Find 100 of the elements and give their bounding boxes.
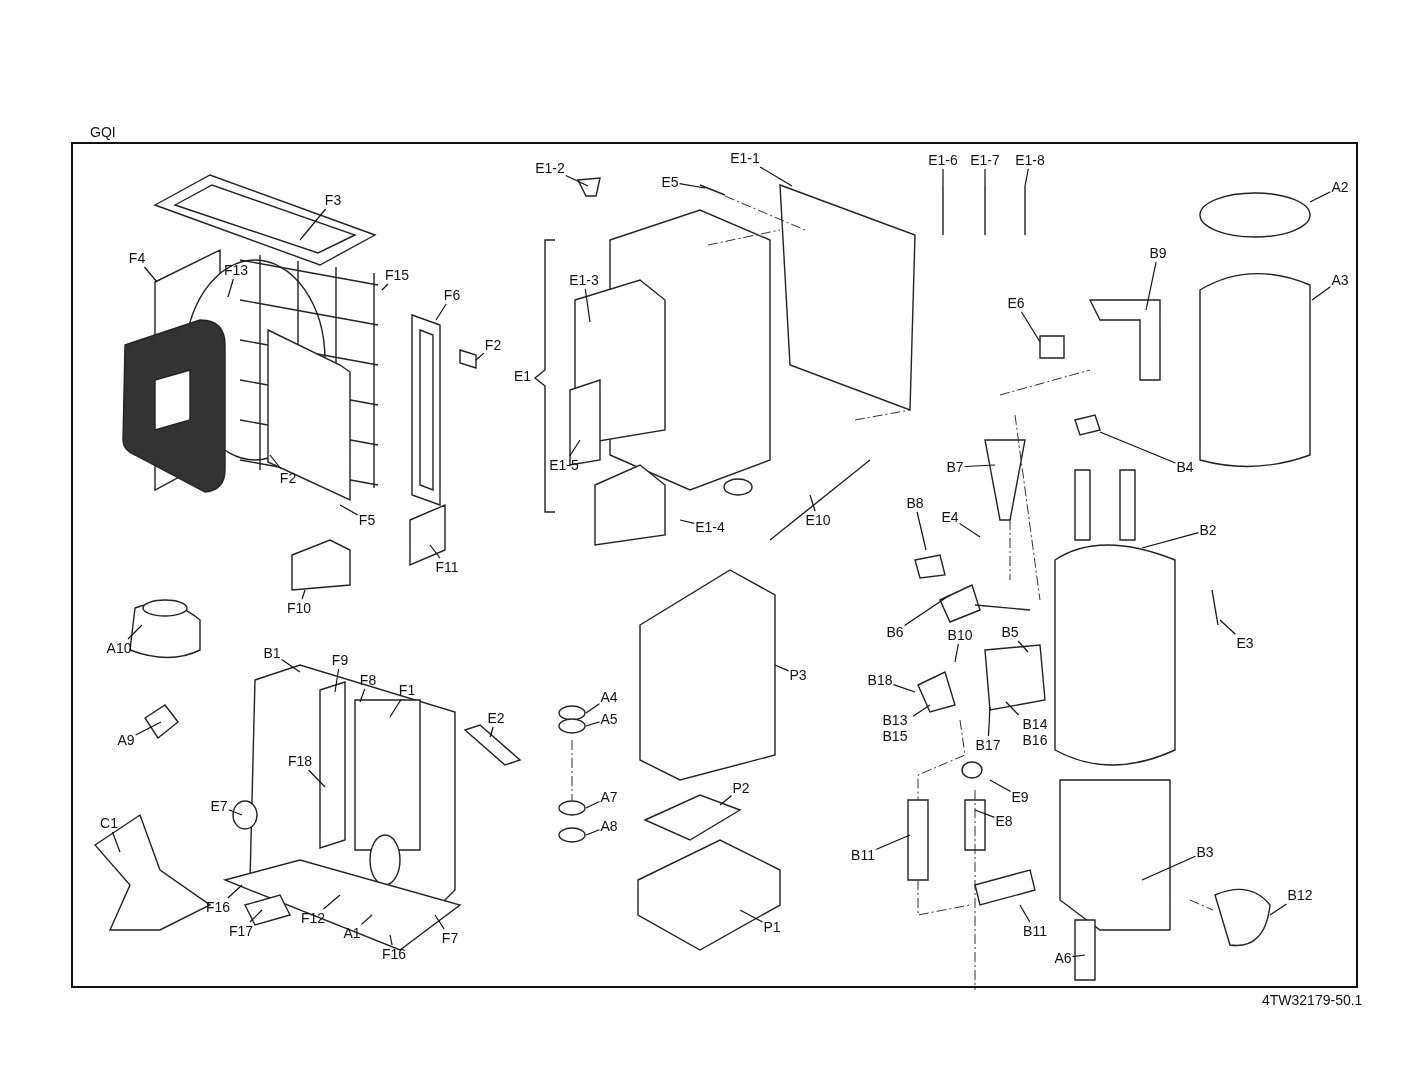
callout-number: A7 <box>599 788 619 806</box>
leader-line <box>585 721 601 727</box>
leader-line <box>719 795 733 806</box>
leader-line <box>308 769 326 788</box>
callout-number: E1-6 <box>927 151 959 169</box>
leader-line <box>1024 168 1029 187</box>
callout-number: A2 <box>1330 178 1350 196</box>
callout-number: B5 <box>1000 623 1020 641</box>
callout-number: F11 <box>434 558 460 576</box>
callout-number: E1-2 <box>534 159 566 177</box>
callout-number: E1-3 <box>568 271 600 289</box>
leader-line <box>809 494 816 512</box>
callout-number: B2 <box>1198 521 1218 539</box>
leader-line <box>489 726 494 738</box>
leader-line <box>1071 954 1086 958</box>
callout-number: E8 <box>994 812 1014 830</box>
callout-number: B17 <box>974 736 1002 754</box>
leader-line <box>434 914 445 930</box>
leader-line <box>249 909 263 923</box>
callout-number: E1-1 <box>729 149 761 167</box>
callout-number: E1-5 <box>548 456 580 474</box>
leader-line <box>678 183 706 189</box>
callout-number: F9 <box>330 651 350 669</box>
callout-number: A3 <box>1330 271 1350 289</box>
callout-number: B10 <box>946 626 974 644</box>
callout-number: B6 <box>885 623 905 641</box>
leader-line <box>227 884 243 899</box>
leader-line <box>1269 903 1288 916</box>
callout-number: B9 <box>1148 244 1168 262</box>
leader-line <box>227 809 243 816</box>
drawing-number: 4TW32179-50.1 <box>1262 992 1363 1008</box>
callout-number: F6 <box>442 286 462 304</box>
callout-number: A9 <box>116 731 136 749</box>
callout-number: F3 <box>323 191 343 209</box>
leader-line <box>585 800 601 809</box>
drawing-code: GQI <box>90 124 116 140</box>
callout-number: P2 <box>731 779 751 797</box>
leader-line <box>916 511 927 551</box>
leader-line <box>143 266 158 283</box>
callout-number: A8 <box>599 817 619 835</box>
leader-line <box>739 909 764 923</box>
leader-line <box>585 829 601 836</box>
callout-number: B13 B15 <box>877 711 913 745</box>
callout-number: F5 <box>357 511 377 529</box>
leader-line <box>360 914 373 925</box>
leader-line <box>679 519 695 524</box>
leader-line <box>585 703 601 714</box>
leader-line <box>942 168 944 187</box>
group-label: E1 <box>514 368 532 384</box>
callout-number: E1-7 <box>969 151 1001 169</box>
leader-line <box>958 522 981 538</box>
callout-number: A6 <box>1053 949 1073 967</box>
callout-number: B7 <box>945 458 965 476</box>
leader-line <box>111 831 121 853</box>
leader-line <box>1005 701 1020 716</box>
callout-number: P3 <box>788 666 808 684</box>
leader-line <box>963 464 996 468</box>
callout-number: B8 <box>905 494 925 512</box>
callout-number: F16 <box>380 945 408 963</box>
leader-line <box>389 698 402 718</box>
callout-number: B14 B16 <box>1017 715 1053 749</box>
callout-number: E1-8 <box>1014 151 1046 169</box>
leader-line <box>280 658 301 673</box>
leader-line <box>954 643 959 663</box>
callout-number: P1 <box>762 918 782 936</box>
leader-line <box>1019 904 1031 923</box>
leader-line <box>1219 619 1237 635</box>
callout-number: B1 <box>262 644 282 662</box>
callout-number: E6 <box>1006 294 1026 312</box>
callout-number: F12 <box>299 909 327 927</box>
leader-line <box>759 166 793 187</box>
callout-number: F2 <box>483 336 503 354</box>
callout-number: F15 <box>383 266 411 284</box>
leader-line <box>569 439 581 457</box>
leader-line <box>381 283 389 291</box>
callout-number: A1 <box>342 924 362 942</box>
leader-line <box>127 624 143 640</box>
leader-line <box>892 684 916 693</box>
leader-line <box>984 168 986 187</box>
callout-number: F7 <box>440 929 460 947</box>
leader-line <box>974 809 996 818</box>
callout-number: A5 <box>599 710 619 728</box>
leader-line <box>299 208 327 241</box>
callout-number: E2 <box>486 709 506 727</box>
leader-line <box>339 504 359 516</box>
leader-line <box>1145 261 1157 311</box>
callout-number: F16 <box>204 898 232 916</box>
leader-line <box>584 288 591 323</box>
leader-line <box>429 544 441 559</box>
callout-number: F8 <box>358 671 378 689</box>
leader-line <box>269 454 282 470</box>
callout-number: B4 <box>1175 458 1195 476</box>
callout-number: B11 <box>850 846 876 864</box>
callout-number: F2 <box>278 469 298 487</box>
leader-line <box>1017 640 1029 653</box>
callout-number: F4 <box>127 249 147 267</box>
callout-number: E3 <box>1235 634 1255 652</box>
callout-number: A4 <box>599 688 619 706</box>
leader-line <box>565 174 589 187</box>
callout-number: B18 <box>866 671 894 689</box>
